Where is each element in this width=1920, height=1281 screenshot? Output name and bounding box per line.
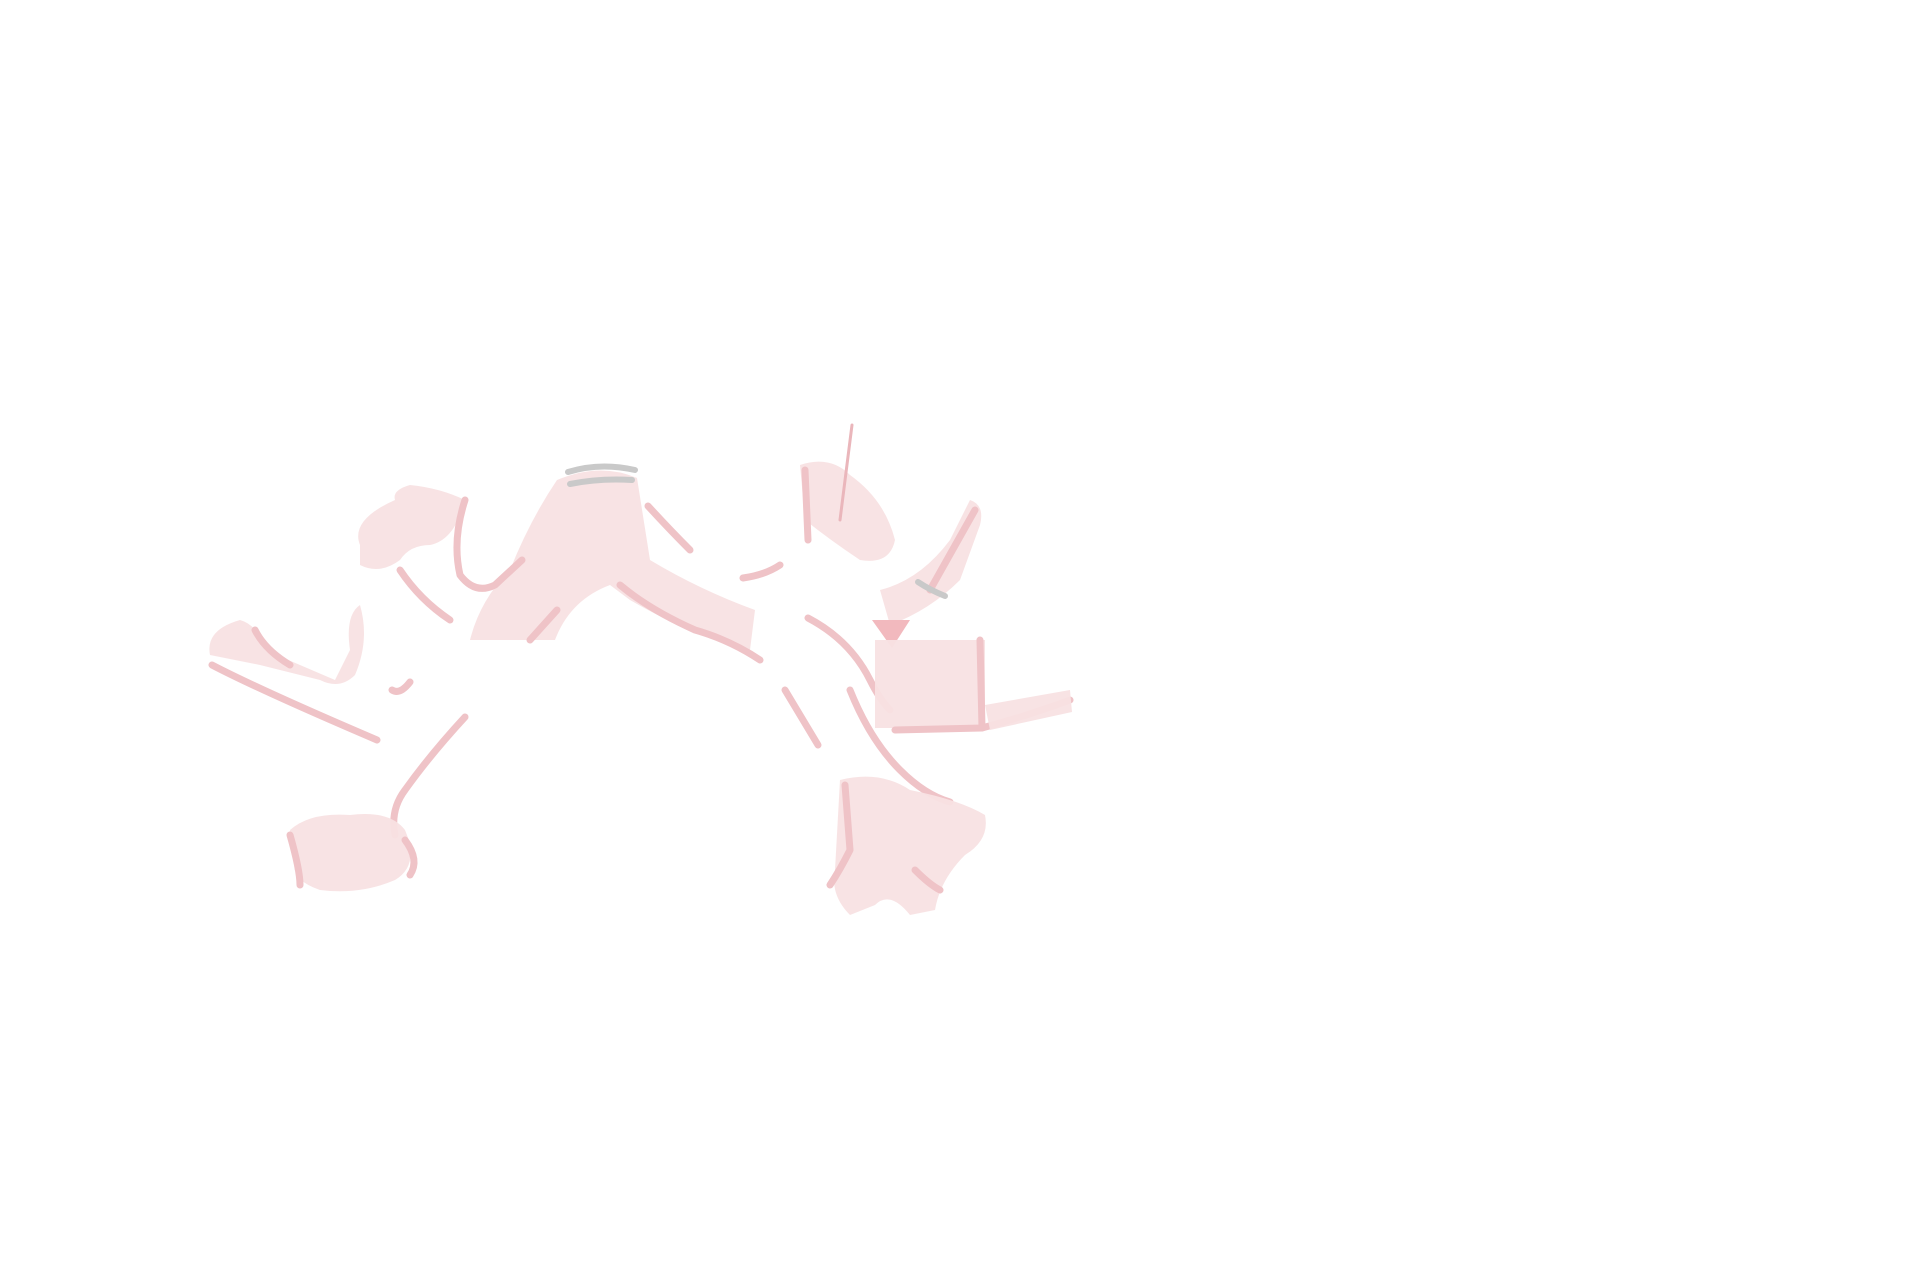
central-arch: [470, 463, 784, 664]
right-upper-hand: [800, 423, 895, 561]
left-upper-hand: [358, 485, 526, 624]
left-hand: [208, 605, 414, 744]
triangle-mark: [872, 620, 910, 648]
left-leg: [286, 713, 469, 892]
right-box: [875, 636, 1074, 734]
right-arm: [804, 500, 982, 714]
right-leg: [781, 686, 986, 915]
collar-ring: [565, 463, 638, 475]
